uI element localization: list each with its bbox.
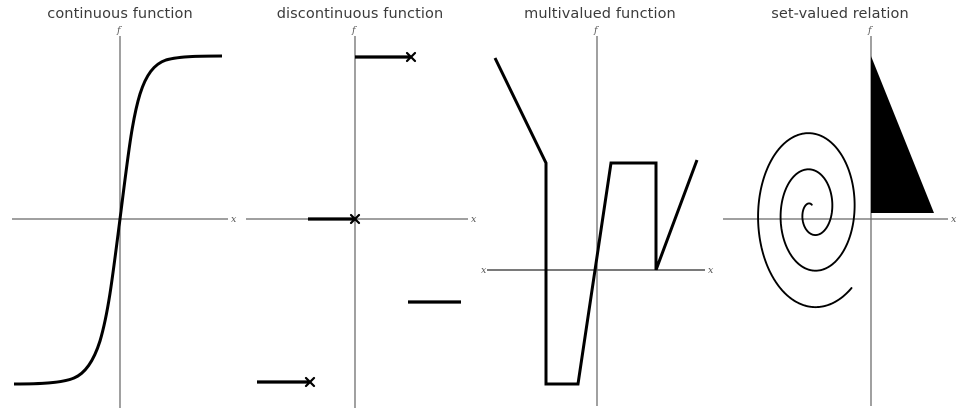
x-axis-label-left: x (481, 265, 487, 276)
plot-discontinuous-function: x f (246, 25, 477, 408)
panel-multivalued-function: multivalued function x x f (480, 0, 720, 412)
f-axis-label: f (867, 25, 873, 36)
x-axis-label: x (471, 214, 477, 225)
panel-title-set-valued-relation: set-valued relation (771, 6, 909, 22)
f-axis-label: f (351, 25, 357, 36)
endpoint-marker-upper (405, 51, 417, 63)
panel-title-multivalued-function: multivalued function (524, 6, 676, 22)
plot-continuous-function: x f (12, 25, 237, 408)
panel-discontinuous-function: discontinuous function x f (240, 0, 480, 412)
x-axis-label: x (231, 214, 237, 225)
panel-set-valued-relation: set-valued relation x x f (720, 0, 960, 412)
x-axis-label-right: x (951, 214, 957, 225)
plot-set-valued-relation: x x f (723, 25, 957, 406)
sigmoid-curve (13, 54, 223, 386)
plot-multivalued-function: x x f (481, 25, 714, 406)
multivalued-path (493, 57, 699, 386)
panel-continuous-function: continuous function x f (0, 0, 240, 412)
filled-triangle (871, 56, 934, 213)
panel-title-continuous-function: continuous function (47, 6, 193, 22)
spiral-curve (757, 132, 856, 309)
panel-title-discontinuous-function: discontinuous function (276, 6, 444, 22)
x-axis-label-right: x (708, 265, 714, 276)
f-axis-label: f (116, 25, 122, 36)
endpoint-marker-middle (349, 213, 361, 225)
endpoint-marker-lower-left (304, 376, 316, 388)
f-axis-label: f (593, 25, 599, 36)
